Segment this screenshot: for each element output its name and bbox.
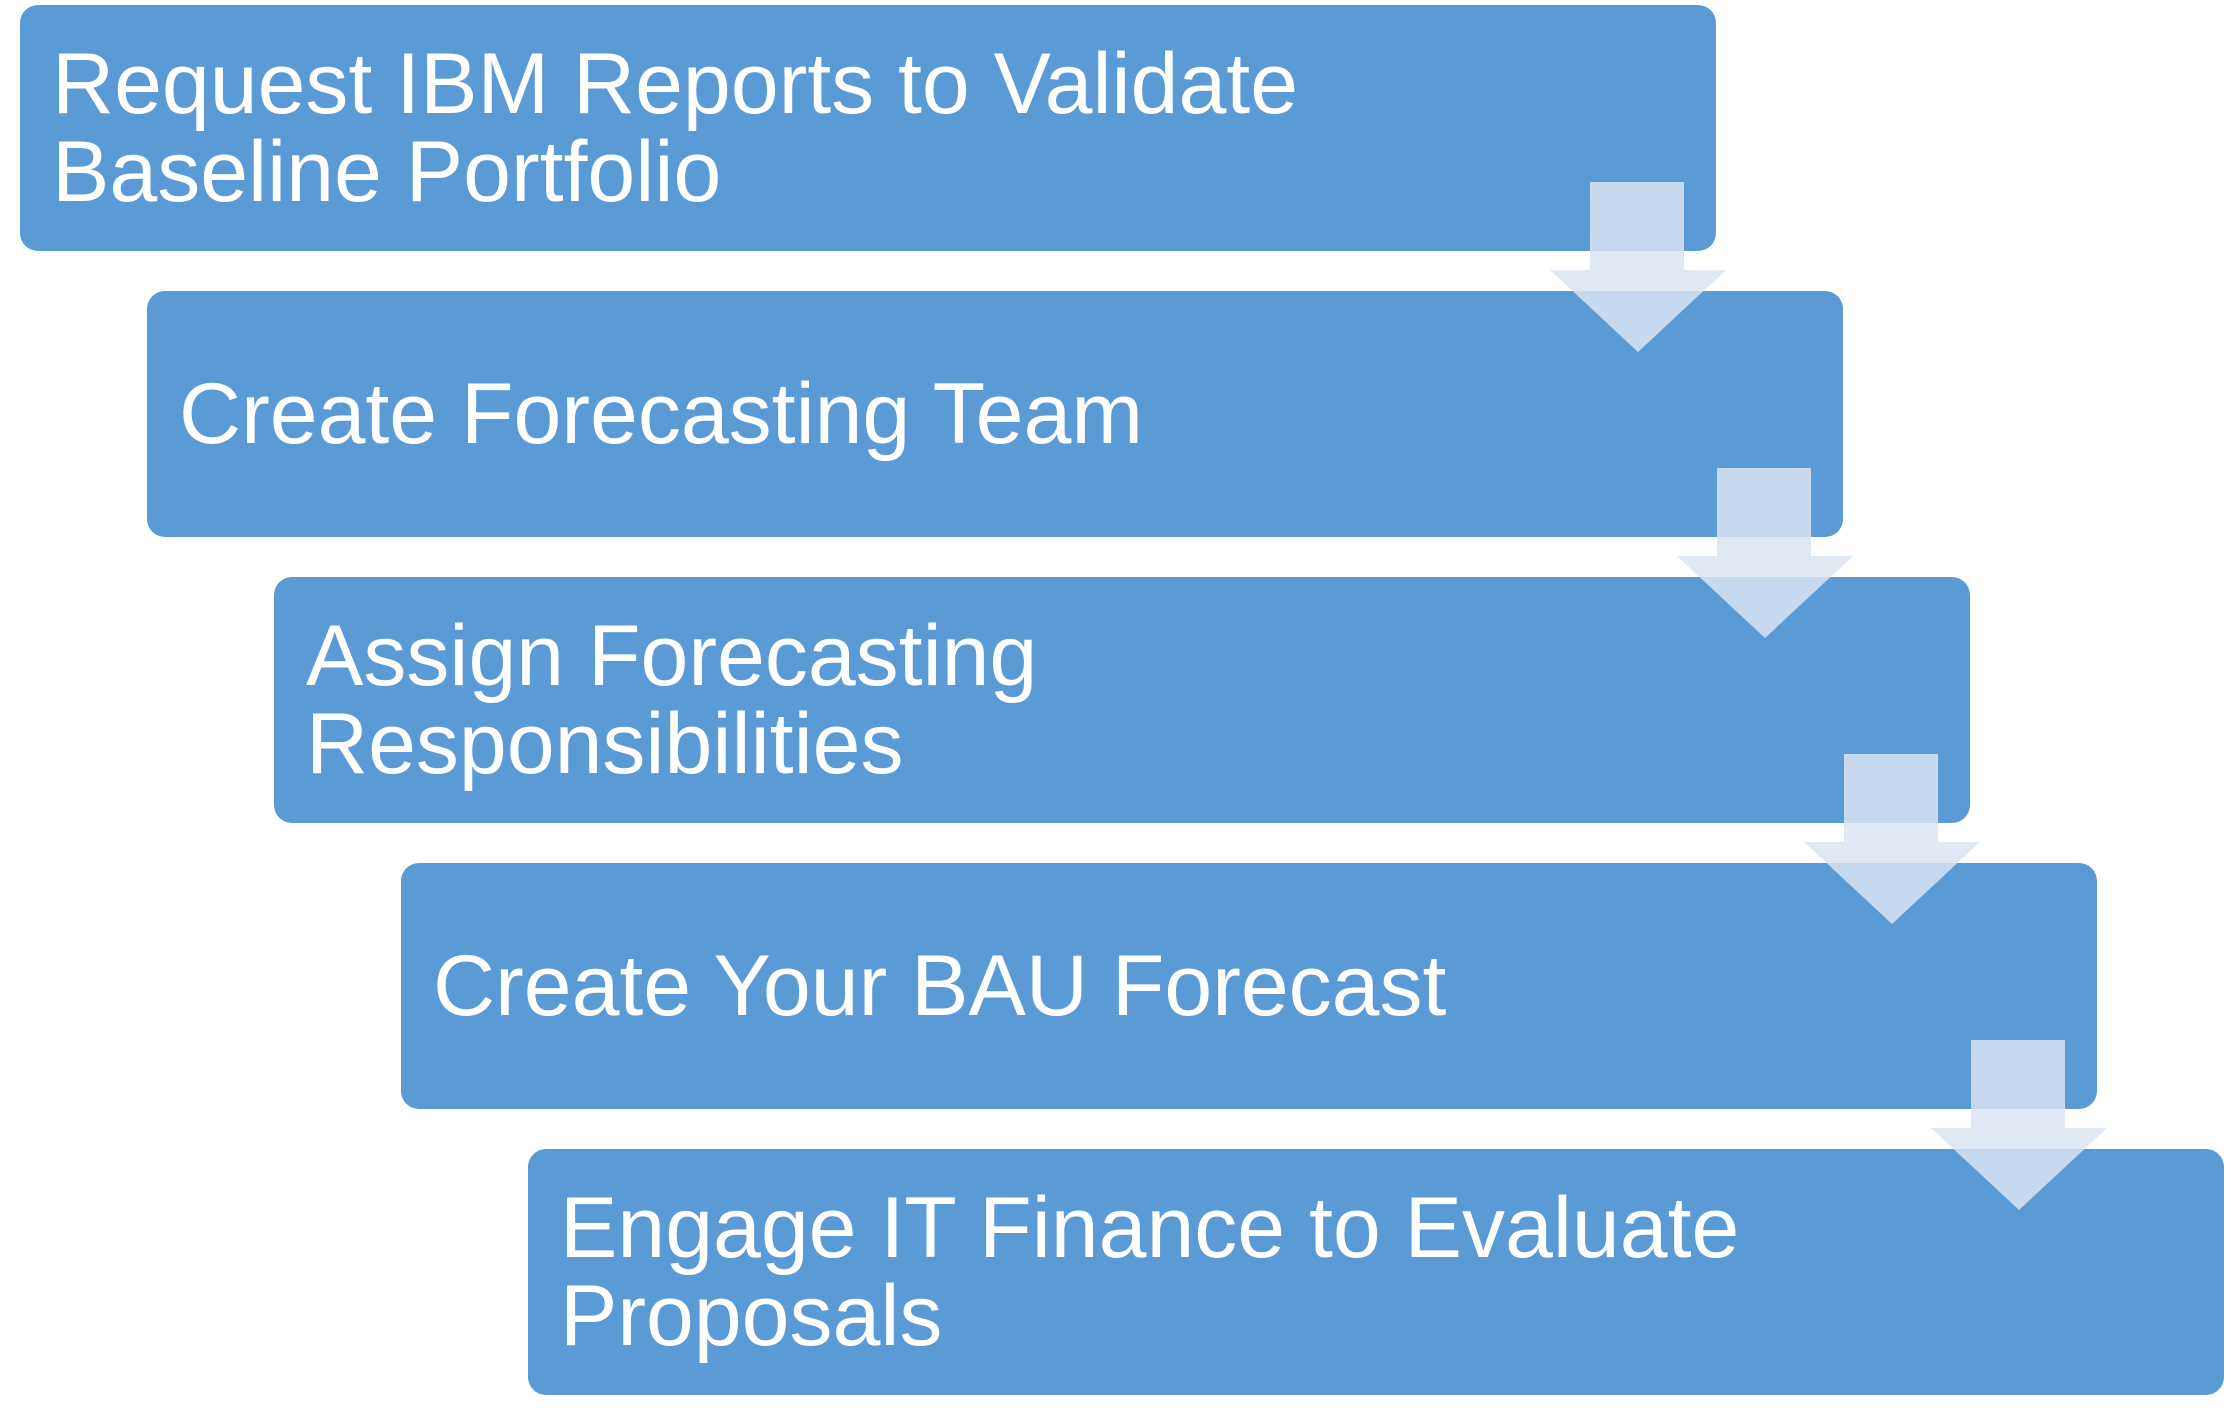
- step-1-label: Request IBM Reports to Validate Baseline…: [52, 36, 1299, 220]
- process-step-3: Assign Forecasting Responsibilities: [274, 577, 1970, 823]
- step-2-label: Create Forecasting Team: [179, 366, 1143, 462]
- step-5-label: Engage IT Finance to Evaluate Proposals: [560, 1180, 1740, 1364]
- process-step-5: Engage IT Finance to Evaluate Proposals: [528, 1149, 2224, 1395]
- process-step-1: Request IBM Reports to Validate Baseline…: [20, 5, 1716, 251]
- down-arrow-icon: [1550, 182, 1726, 352]
- process-step-4: Create Your BAU Forecast: [401, 863, 2097, 1109]
- down-arrow-icon: [1804, 754, 1980, 924]
- step-3-label: Assign Forecasting Responsibilities: [306, 608, 1038, 792]
- process-step-2: Create Forecasting Team: [147, 291, 1843, 537]
- down-arrow-icon: [1677, 468, 1853, 638]
- down-arrow-icon: [1931, 1040, 2107, 1210]
- step-4-label: Create Your BAU Forecast: [433, 938, 1447, 1034]
